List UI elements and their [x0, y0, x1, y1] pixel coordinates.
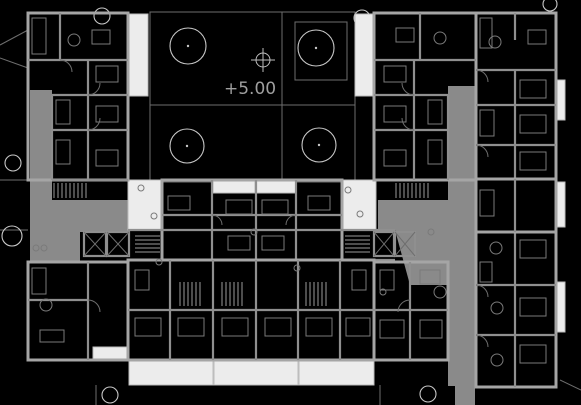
stair-right: [395, 183, 429, 198]
stair-mid-right: [345, 235, 370, 253]
stairs: [53, 183, 429, 306]
stair-duplex-3: [305, 282, 327, 306]
level-marker-icon: [251, 48, 275, 72]
furniture: [31, 17, 547, 367]
elevator-shafts: [82, 230, 417, 258]
elevation-label: +5.00: [224, 79, 276, 99]
stair-duplex-1: [179, 282, 201, 306]
stair-mid-left: [135, 235, 160, 253]
stair-duplex-2: [221, 282, 243, 306]
corridors: [30, 86, 476, 405]
walls-lower: [26, 177, 558, 389]
stair-left: [53, 183, 87, 198]
door-swings: [59, 59, 489, 348]
